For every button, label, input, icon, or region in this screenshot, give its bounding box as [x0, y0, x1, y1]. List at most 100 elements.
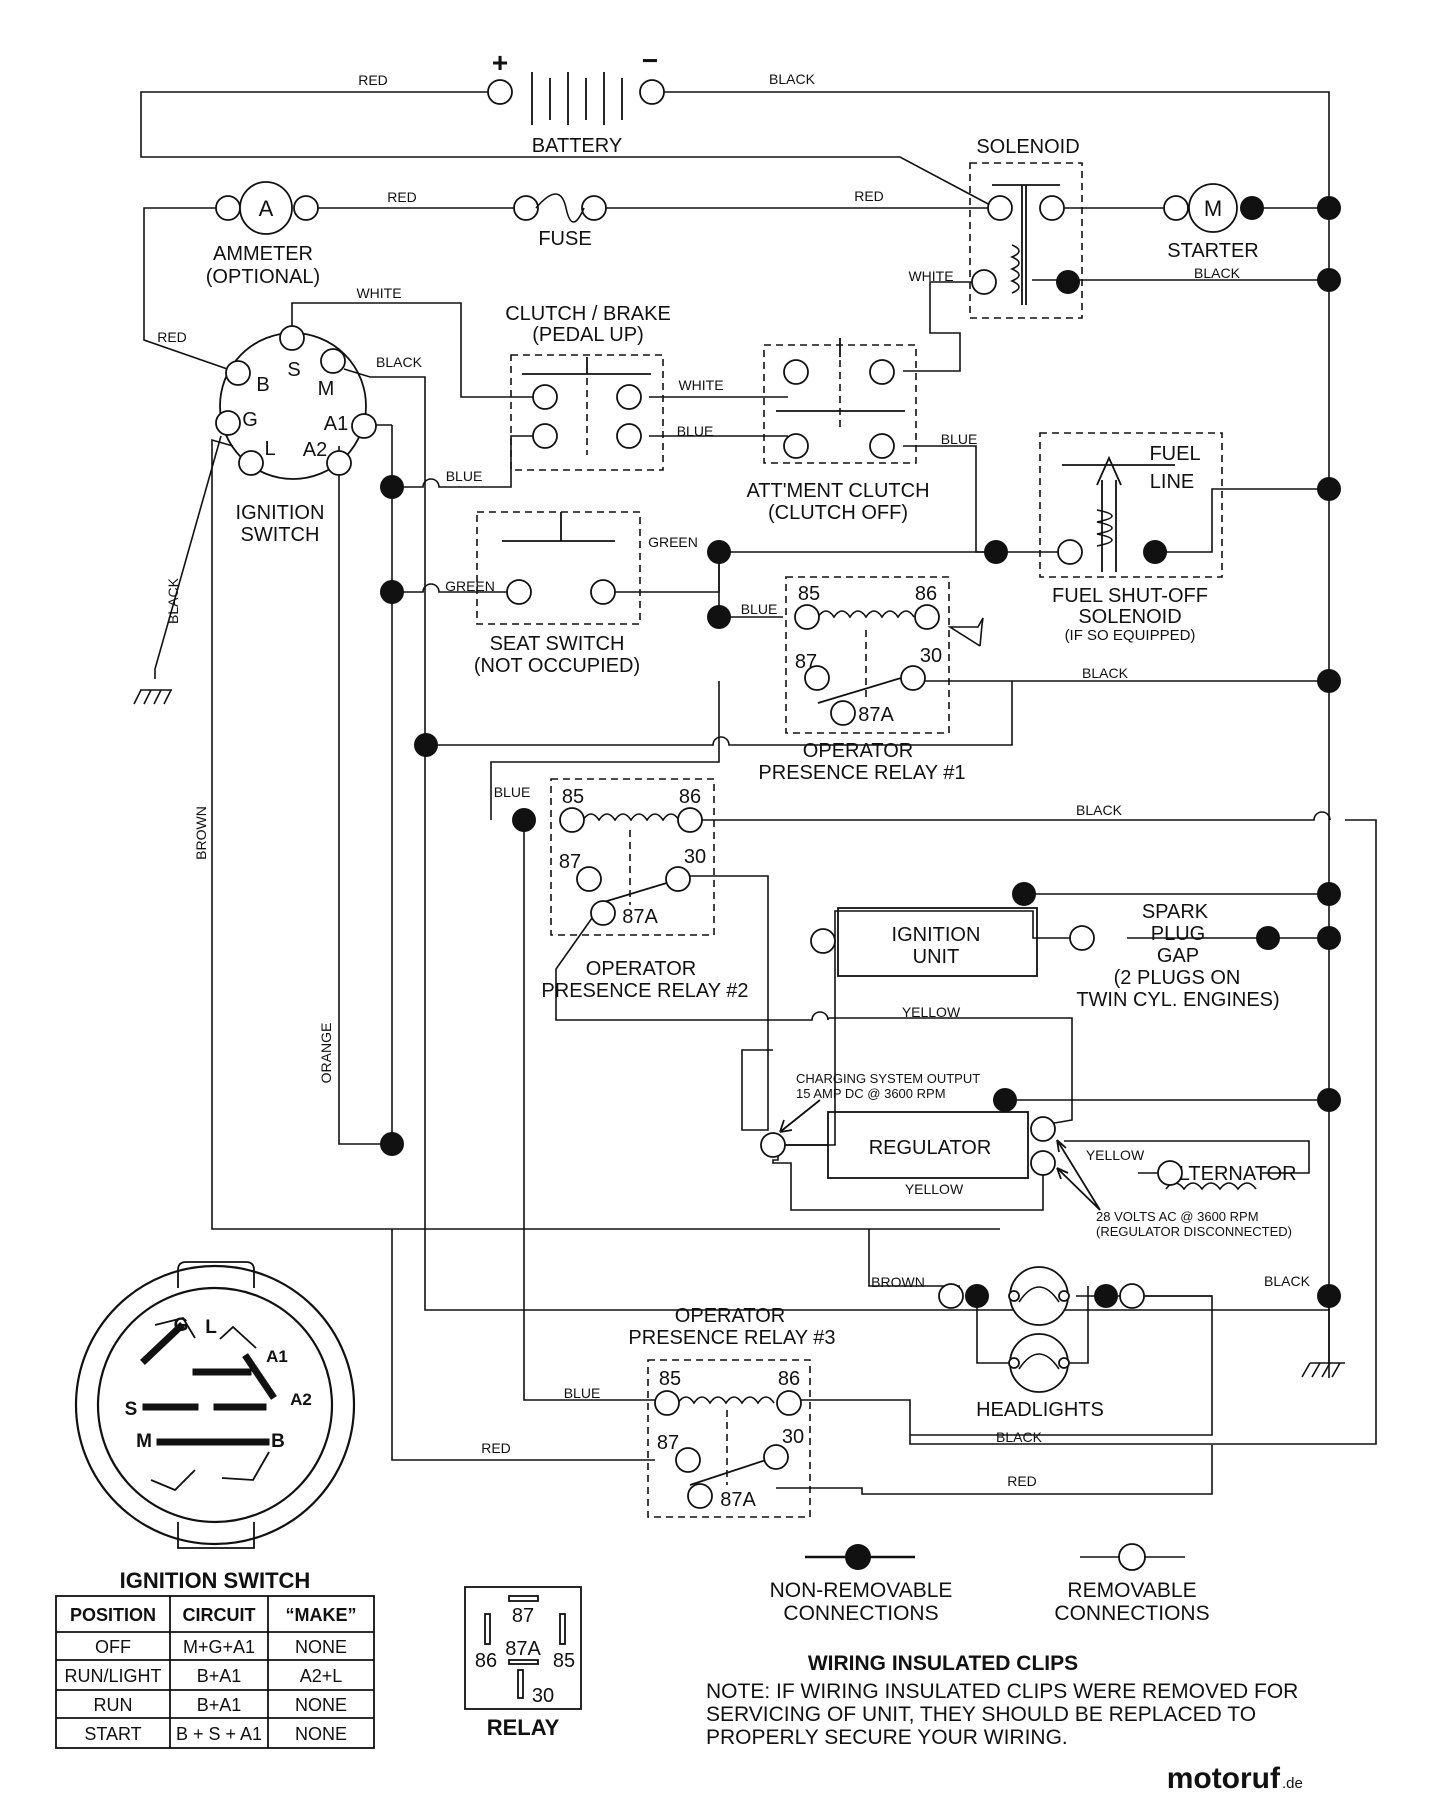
wire-label-black-vertical: BLACK — [165, 577, 181, 624]
spark-plug-label-line5: TWIN CYL. ENGINES) — [1076, 989, 1279, 1011]
note-line-3: PROPERLY SECURE YOUR WIRING. — [706, 1726, 1068, 1749]
switch-terminal-a2: A2 — [303, 439, 327, 461]
relay2-label-line1: OPERATOR — [586, 958, 696, 980]
relay3-terminal-85: 85 — [659, 1368, 681, 1390]
regulator-label: REGULATOR — [869, 1137, 992, 1159]
fuel-shutoff-solenoid: FUEL LINE FUEL SHUT-OFF SOLENOID (IF SO … — [1039, 432, 1223, 644]
ground-symbols — [133, 689, 1341, 1378]
face-label-m: M — [136, 1431, 152, 1452]
face-label-s: S — [125, 1399, 138, 1420]
note-title: WIRING INSULATED CLIPS — [808, 1652, 1078, 1675]
wiring-note: WIRING INSULATED CLIPS NOTE: IF WIRING I… — [706, 1652, 1298, 1749]
wire-label-blue-clutch: BLUE — [677, 423, 714, 439]
table-cell: B + S + A1 — [176, 1724, 262, 1744]
watermark: motoruf .de — [1167, 1762, 1303, 1795]
relay3-terminal-86: 86 — [778, 1368, 800, 1390]
note-line-1: NOTE: IF WIRING INSULATED CLIPS WERE REM… — [706, 1680, 1298, 1703]
spark-plug-label-line2: PLUG — [1151, 923, 1205, 945]
wire-label-red-bottom: RED — [1007, 1473, 1037, 1489]
wire-label-black-headlights: BLACK — [1264, 1273, 1311, 1289]
wire-label-white-switch: WHITE — [356, 285, 401, 301]
table-cell: M+G+A1 — [183, 1637, 255, 1657]
relay2-terminal-30: 30 — [684, 846, 706, 868]
switch-terminal-a1: A1 — [324, 413, 348, 435]
att-clutch-label-line1: ATT'MENT CLUTCH — [746, 480, 929, 502]
wire-label-blue-relay3: BLUE — [564, 1385, 601, 1401]
fuse: FUSE — [513, 193, 607, 250]
fuse-label: FUSE — [538, 228, 591, 250]
wire-label-black-m: BLACK — [376, 354, 423, 370]
seat-switch-label-line1: SEAT SWITCH — [490, 633, 625, 655]
wire-label-blue-a1: BLUE — [446, 468, 483, 484]
battery-label: BATTERY — [532, 135, 622, 157]
solenoid-label: SOLENOID — [976, 136, 1079, 158]
headlights-label: HEADLIGHTS — [976, 1399, 1104, 1421]
alternator-label: ALTERNATOR — [1165, 1163, 1296, 1185]
table-cell: NONE — [295, 1637, 347, 1657]
table-cell: OFF — [95, 1637, 131, 1657]
wires — [140, 91, 1377, 1495]
ignition-unit-label-line2: UNIT — [913, 946, 960, 968]
relay2-terminal-87a: 87A — [622, 906, 658, 928]
table-cell: NONE — [295, 1695, 347, 1715]
table-cell: B+A1 — [197, 1666, 242, 1686]
ammeter: A AMMETER (OPTIONAL) — [206, 181, 320, 288]
ignition-unit-label-line1: IGNITION — [892, 924, 981, 946]
operator-presence-relay-2: 85 86 87 30 87A OPERATOR PRESENCE RELAY … — [541, 778, 749, 1002]
relay1-terminal-30: 30 — [920, 645, 942, 667]
face-label-a2: A2 — [290, 1390, 312, 1409]
table-title: IGNITION SWITCH — [120, 1568, 311, 1593]
ignition-switch-label-line2: SWITCH — [241, 524, 320, 546]
relay-legend-pin-86: 86 — [475, 1650, 497, 1672]
charging-note-line2: 15 AMP DC @ 3600 RPM — [796, 1086, 946, 1101]
switch-terminal-m: M — [318, 378, 335, 400]
ammeter-symbol: A — [259, 196, 274, 221]
table-cell: B+A1 — [197, 1695, 242, 1715]
ignition-switch-label-line1: IGNITION — [236, 502, 325, 524]
wire-label-red-relay3: RED — [481, 1440, 511, 1456]
table-cell: A2+L — [300, 1666, 343, 1686]
wire-label-red-fuse: RED — [387, 189, 417, 205]
relay2-label-line2: PRESENCE RELAY #2 — [541, 980, 748, 1002]
ammeter-label-line1: AMMETER — [213, 243, 313, 265]
fuel-line-label-line1: FUEL — [1149, 443, 1200, 465]
wire-label-green-seat-left: GREEN — [445, 578, 495, 594]
wire-label-black-relay3: BLACK — [996, 1429, 1043, 1445]
battery-plus-terminal: + — [492, 47, 508, 78]
wire-label-yellow-bottom: YELLOW — [905, 1181, 964, 1197]
alternator-note-line2: (REGULATOR DISCONNECTED) — [1096, 1224, 1292, 1239]
relay3-label-line2: PRESENCE RELAY #3 — [628, 1327, 835, 1349]
relay-legend-pin-30: 30 — [532, 1685, 554, 1707]
wire-label-yellow-alternator: YELLOW — [1086, 1147, 1145, 1163]
wire-label-white-clutch: WHITE — [678, 377, 723, 393]
starter-label: STARTER — [1167, 240, 1259, 262]
attachment-clutch-switch: ATT'MENT CLUTCH (CLUTCH OFF) — [746, 338, 930, 524]
note-line-2: SERVICING OF UNIT, THEY SHOULD BE REPLAC… — [706, 1703, 1256, 1726]
relay-legend-pin-87a: 87A — [505, 1638, 541, 1660]
table-header-circuit: CIRCUIT — [183, 1605, 256, 1625]
ignition-unit: IGNITION UNIT — [810, 907, 1095, 977]
clutch-brake-label-line2: (PEDAL UP) — [532, 324, 644, 346]
wire-label-brown-headlights: BROWN — [871, 1274, 925, 1290]
face-label-l: L — [205, 1317, 217, 1338]
relay1-terminal-85: 85 — [798, 583, 820, 605]
relay1-terminal-87a: 87A — [858, 704, 894, 726]
relay2-terminal-85: 85 — [562, 786, 584, 808]
starter-symbol: M — [1204, 196, 1222, 221]
wire-label-black-relay1: BLACK — [1082, 665, 1129, 681]
switch-terminal-g: G — [242, 409, 258, 431]
headlights: HEADLIGHTS — [938, 1266, 1145, 1421]
wire-label-blue-relay1: BLUE — [741, 601, 778, 617]
ignition-switch: B S M G A1 L A2 IGNITION SWITCH — [215, 325, 377, 546]
wire-label-blue-relay2: BLUE — [494, 784, 531, 800]
open-terminals — [1157, 1160, 1183, 1186]
wire-label-white-solenoid: WHITE — [908, 268, 953, 284]
ammeter-label-line2: (OPTIONAL) — [206, 266, 320, 288]
table-cell: RUN — [94, 1695, 133, 1715]
face-label-a1: A1 — [266, 1347, 288, 1366]
regulator: REGULATOR CHARGING SYSTEM OUTPUT 15 AMP … — [760, 1071, 1056, 1179]
wire-label-green-seat-right: GREEN — [648, 534, 698, 550]
spark-plug-label-line1: SPARK — [1142, 901, 1209, 923]
wire-label-black-battery: BLACK — [769, 71, 816, 87]
